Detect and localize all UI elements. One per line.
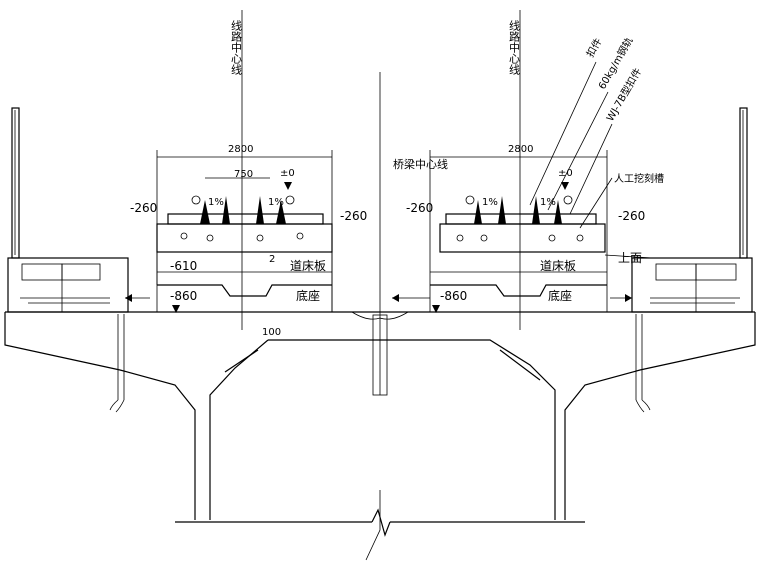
bridge-center-label: 桥梁中心线 <box>393 157 448 171</box>
right-level-left: -260 <box>406 201 433 215</box>
right-slab-label: 道床板 <box>540 259 576 273</box>
bridge-center-line: 桥梁中心线 <box>351 72 448 396</box>
left-level-right: -260 <box>340 209 367 223</box>
left-level-slab: -610 <box>170 259 197 273</box>
right-width-dim: 2800 <box>508 144 533 155</box>
left-base-label: 底座 <box>296 288 320 303</box>
right-sleeper-label: 上面 <box>618 251 642 265</box>
left-dim-a: 2 <box>269 254 275 265</box>
left-rail-spacing: 750 <box>234 169 253 180</box>
left-dim-b: 100 <box>262 327 281 338</box>
left-slope-left: 1% <box>208 197 224 208</box>
left-slope-right: 1% <box>268 197 284 208</box>
left-width-dim: 2800 <box>228 144 253 155</box>
bridge-center-text: 桥梁中心线 <box>393 157 448 171</box>
left-track: 线路中心线 2800 ±0 750 1% 1% -260 <box>125 10 367 338</box>
left-level-left: -260 <box>130 201 157 215</box>
right-annotation-4: 人工挖刻槽 <box>614 172 664 185</box>
left-slab-label: 道床板 <box>290 259 326 273</box>
right-level-right: -260 <box>618 209 645 223</box>
left-center-line-label: 线路中心线 <box>230 19 243 75</box>
left-top-level: ±0 <box>280 168 295 179</box>
right-level-base: -860 <box>440 289 467 303</box>
right-top-level: ±0 <box>558 168 573 179</box>
left-level-base: -860 <box>170 289 197 303</box>
right-annotation-1: 扣件 <box>583 36 604 60</box>
right-base-label: 底座 <box>548 288 572 303</box>
left-railing <box>7 107 129 413</box>
right-slope-left: 1% <box>482 197 498 208</box>
right-slope-right: 1% <box>540 197 556 208</box>
right-railing <box>631 107 753 413</box>
right-center-line-label: 线路中心线 <box>508 19 521 75</box>
